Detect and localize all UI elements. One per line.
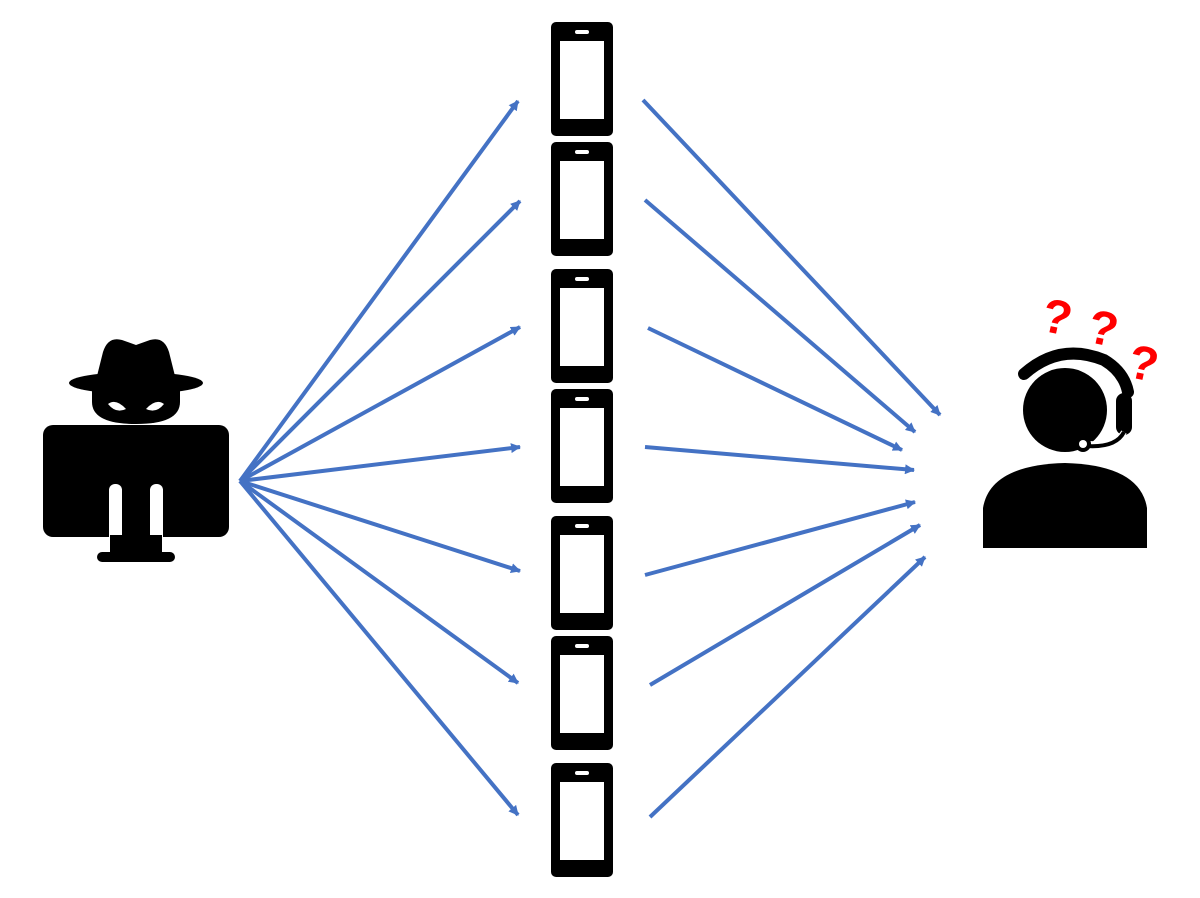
smartphone-icon [551, 389, 613, 503]
arrow-attacker-phone-5 [239, 479, 521, 574]
arrow-phone-2-operator [643, 198, 917, 434]
arrow-attacker-phone-4 [239, 443, 521, 483]
arrow-attacker-phone-7 [238, 479, 520, 817]
arrow-phone-4-operator [644, 445, 915, 475]
smartphone-icon [551, 142, 613, 256]
arrow-phone-3-operator [647, 326, 903, 452]
arrow-phone-5-operator [644, 499, 916, 577]
smartphone-icon [551, 636, 613, 750]
smartphone-icon [551, 516, 613, 630]
question-mark-2: ? [1083, 300, 1123, 358]
arrow-attacker-phone-6 [238, 479, 520, 685]
question-mark-1: ? [1037, 289, 1077, 347]
arrow-phone-7-operator [648, 555, 927, 819]
smartphone-icon [551, 22, 613, 136]
smartphone-column [551, 22, 613, 877]
hacker-at-computer-icon [43, 339, 229, 562]
smartphone-icon [551, 269, 613, 383]
arrow-attacker-phone-2 [238, 199, 522, 483]
arrow-attacker-phone-1 [238, 99, 520, 483]
arrow-attacker-phone-3 [239, 325, 521, 483]
call-center-agent-icon [983, 347, 1147, 548]
attacker-to-phone-arrows [238, 99, 522, 817]
question-marks: ? ? ? [1037, 289, 1163, 393]
question-mark-3: ? [1123, 335, 1163, 393]
phone-to-operator-arrows [641, 98, 942, 819]
smartphone-icon [551, 763, 613, 877]
arrow-phone-6-operator [648, 523, 922, 687]
arrow-phone-1-operator [641, 98, 942, 417]
